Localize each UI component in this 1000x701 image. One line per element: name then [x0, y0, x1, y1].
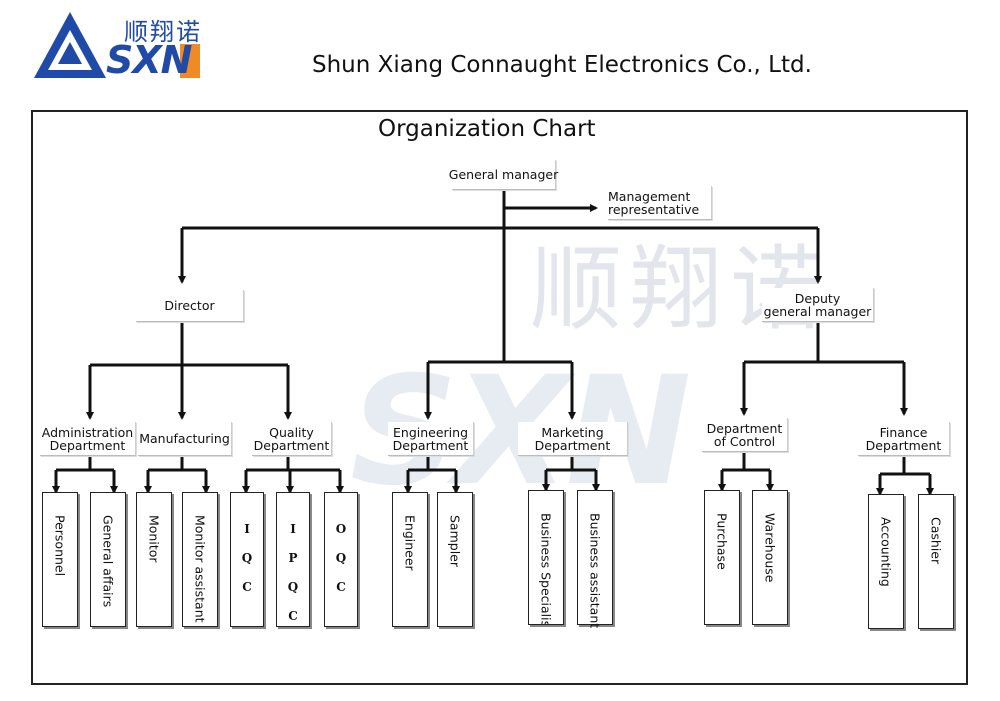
node-quality-department: Quality Department	[252, 422, 332, 456]
node-management-representative: Management representative	[608, 186, 712, 220]
leaf-purchase: Purchase	[704, 490, 740, 625]
leaf-warehouse: Warehouse	[752, 490, 788, 625]
logo-chinese-text: 顺翔诺	[124, 18, 202, 46]
chart-frame	[31, 110, 968, 685]
leaf-personnel: Personnel	[42, 492, 78, 627]
node-director: Director	[136, 290, 244, 322]
leaf-general-affairs: General affairs	[90, 492, 126, 627]
node-administration-department: Administration Department	[40, 422, 136, 456]
leaf-business-specialist: Business Specialist	[528, 490, 564, 625]
leaf-cashier: Cashier	[918, 494, 954, 629]
leaf-monitor-assistant: Monitor assistant	[182, 492, 218, 627]
chart-title: Organization Chart	[378, 116, 596, 142]
logo-orange-mark	[180, 44, 200, 78]
logo-brand-text: SXN	[106, 38, 192, 82]
leaf-business-assistant: Business assistant	[577, 490, 613, 628]
node-deputy-general-manager: Deputy general manager	[762, 288, 874, 322]
company-logo	[34, 12, 200, 78]
leaf-iqc: I Q C	[230, 492, 264, 627]
company-name: Shun Xiang Connaught Electronics Co., Lt…	[312, 52, 812, 78]
leaf-monitor: Monitor	[136, 492, 172, 627]
node-engineering-department: Engineering Department	[388, 422, 474, 456]
leaf-accounting: Accounting	[868, 494, 904, 629]
node-marketing-department: Marketing Department	[518, 422, 628, 456]
node-manufacturing: Manufacturing	[138, 422, 232, 456]
leaf-ipqc: I P Q C	[276, 492, 310, 627]
node-department-of-control: Department of Control	[702, 418, 788, 452]
leaf-engineer: Engineer	[392, 492, 428, 627]
node-general-manager: General manager	[449, 160, 558, 190]
node-finance-department: Finance Department	[858, 422, 950, 456]
leaf-oqc: O Q C	[324, 492, 358, 627]
leaf-sampler: Sampler	[437, 492, 473, 627]
